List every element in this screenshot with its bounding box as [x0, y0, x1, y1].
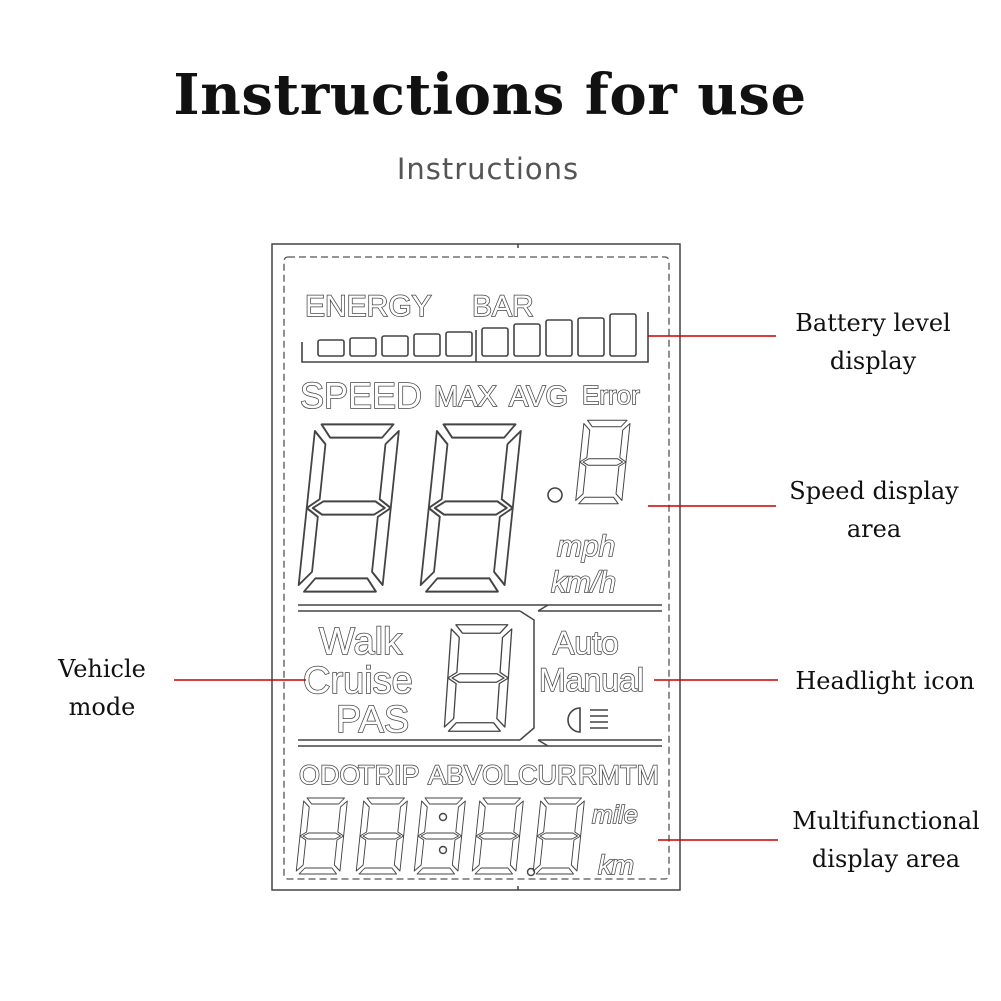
callout-multi-line1: Multifunctional — [792, 807, 980, 835]
mode-pas: PAS — [336, 699, 409, 741]
assist-level-digit — [443, 624, 513, 732]
odo-digit-5 — [532, 797, 586, 875]
info-odo: ODO — [299, 760, 361, 790]
odo-digit-4 — [471, 797, 525, 875]
odo-decimal-point — [526, 867, 536, 877]
manual-label: Manual — [539, 662, 644, 698]
odo-digit-3 — [413, 797, 467, 875]
page-subtitle: Instructions — [396, 152, 580, 186]
speed-label: SPEED — [300, 375, 422, 416]
callout-headlight-icon: Headlight icon — [782, 662, 988, 700]
unit-mile: mile — [592, 801, 638, 829]
energy-label: ENERGY — [305, 290, 432, 323]
max-label: MAX — [434, 381, 497, 413]
lcd-outer-frame — [271, 243, 681, 891]
callout-speed-area: Speed display area — [776, 472, 972, 548]
lcd-inner-frame — [283, 256, 670, 880]
odo-colon-bottom — [438, 845, 448, 855]
info-cur: CUR — [518, 760, 577, 790]
mode-area-divider — [298, 604, 662, 747]
info-a: A — [428, 760, 446, 790]
callout-multifunction: Multifunctional display area — [780, 802, 992, 878]
odo-digit-2 — [355, 797, 409, 875]
callout-vehicle-line2: mode — [68, 693, 136, 721]
callout-battery-level: Battery level display — [778, 304, 968, 380]
page-title: Instructions for use — [173, 62, 807, 128]
mode-walk: Walk — [319, 621, 403, 663]
info-rmtm: RMTM — [578, 760, 659, 790]
bar-label: BAR — [472, 290, 534, 323]
speed-digit-3 — [574, 419, 631, 505]
headlight-icon — [567, 707, 608, 733]
callout-headlight-text: Headlight icon — [795, 667, 975, 695]
speed-digit-1 — [296, 423, 401, 593]
callout-multi-line2: display area — [811, 845, 961, 873]
callout-speed-line2: area — [846, 515, 902, 543]
info-trip: TRIP — [358, 760, 420, 790]
auto-label: Auto — [553, 625, 619, 661]
callout-battery-line1: Battery level — [795, 309, 951, 337]
odo-digit-1 — [295, 797, 349, 875]
speed-digit-2 — [418, 423, 523, 593]
callout-vehicle-mode: Vehicle mode — [40, 650, 164, 726]
callout-speed-line1: Speed display — [789, 477, 959, 505]
info-bvol: BVOL — [446, 760, 518, 790]
speed-decimal-point — [547, 487, 563, 503]
callout-battery-line2: display — [829, 347, 917, 375]
unit-mph: mph — [557, 530, 615, 563]
unit-km: km — [598, 850, 634, 880]
energy-bar-segments — [301, 312, 649, 363]
unit-kmh: km/h — [551, 566, 616, 599]
callout-vehicle-line1: Vehicle — [58, 655, 146, 683]
error-label: Error — [582, 380, 640, 410]
avg-label: AVG — [509, 381, 568, 413]
leader-lines — [174, 335, 778, 841]
mode-cruise: Cruise — [303, 660, 413, 702]
odo-colon-top — [438, 812, 448, 822]
